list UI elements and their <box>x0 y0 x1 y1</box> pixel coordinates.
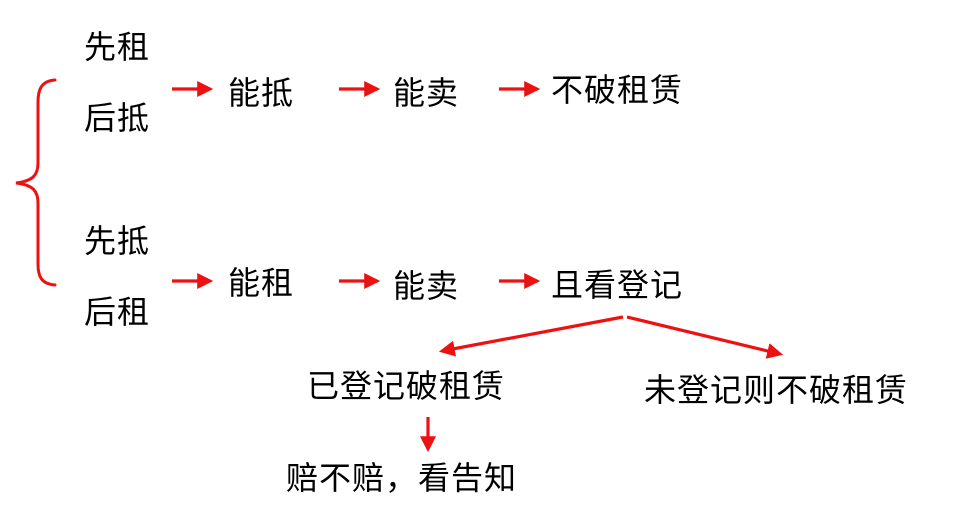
node-can-sell-2: 能卖 <box>393 267 460 305</box>
node-unregistered-not-break-lease: 未登记则不破租赁 <box>644 371 909 409</box>
left-curly-brace-icon <box>15 78 57 287</box>
arrow-to-registered-case <box>438 315 624 357</box>
node-can-mortgage: 能抵 <box>228 74 295 112</box>
node-mortgage-first-line1: 先抵 <box>84 222 151 260</box>
node-rent-first-line1: 先租 <box>84 28 151 66</box>
node-compensation-depends-on-notice: 赔不赔，看告知 <box>286 459 518 497</box>
node-can-sell-1: 能卖 <box>393 74 460 112</box>
node-can-rent: 能租 <box>228 264 295 302</box>
node-rent-first-line2: 后抵 <box>84 99 151 137</box>
node-registered-breaks-lease: 已登记破租赁 <box>307 367 506 405</box>
arrow-to-unregistered-case <box>626 315 784 359</box>
node-check-registration: 且看登记 <box>551 266 684 304</box>
node-mortgage-first-line2: 后租 <box>84 293 151 331</box>
node-lease-not-broken: 不破租赁 <box>551 71 684 109</box>
